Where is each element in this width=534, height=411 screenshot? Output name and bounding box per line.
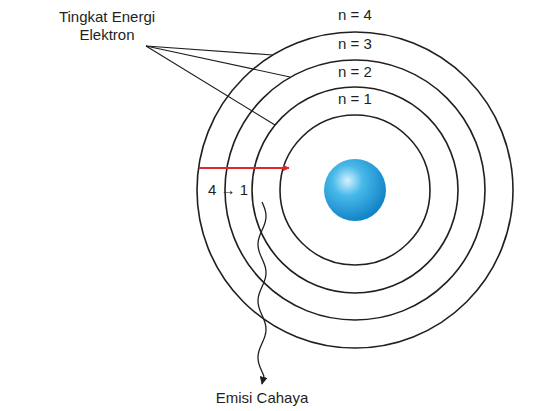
callout-label: Tingkat Energi Elektron (48, 8, 166, 44)
transition-arrow (199, 167, 289, 169)
nucleus (324, 159, 386, 221)
orbit-circle (280, 115, 430, 265)
orbit-circle (197, 32, 513, 348)
emission-label: Emisi Cahaya (216, 389, 309, 407)
energy-level-label: n = 1 (338, 90, 372, 108)
energy-level-label: n = 2 (338, 63, 372, 81)
energy-level-label: n = 4 (338, 6, 372, 24)
leader-line (146, 46, 290, 77)
leader-line (146, 46, 275, 125)
emission-wave (258, 202, 266, 384)
orbit-circle (252, 87, 458, 293)
energy-level-label: n = 3 (338, 35, 372, 53)
transition-label: 4 → 1 (208, 181, 248, 199)
